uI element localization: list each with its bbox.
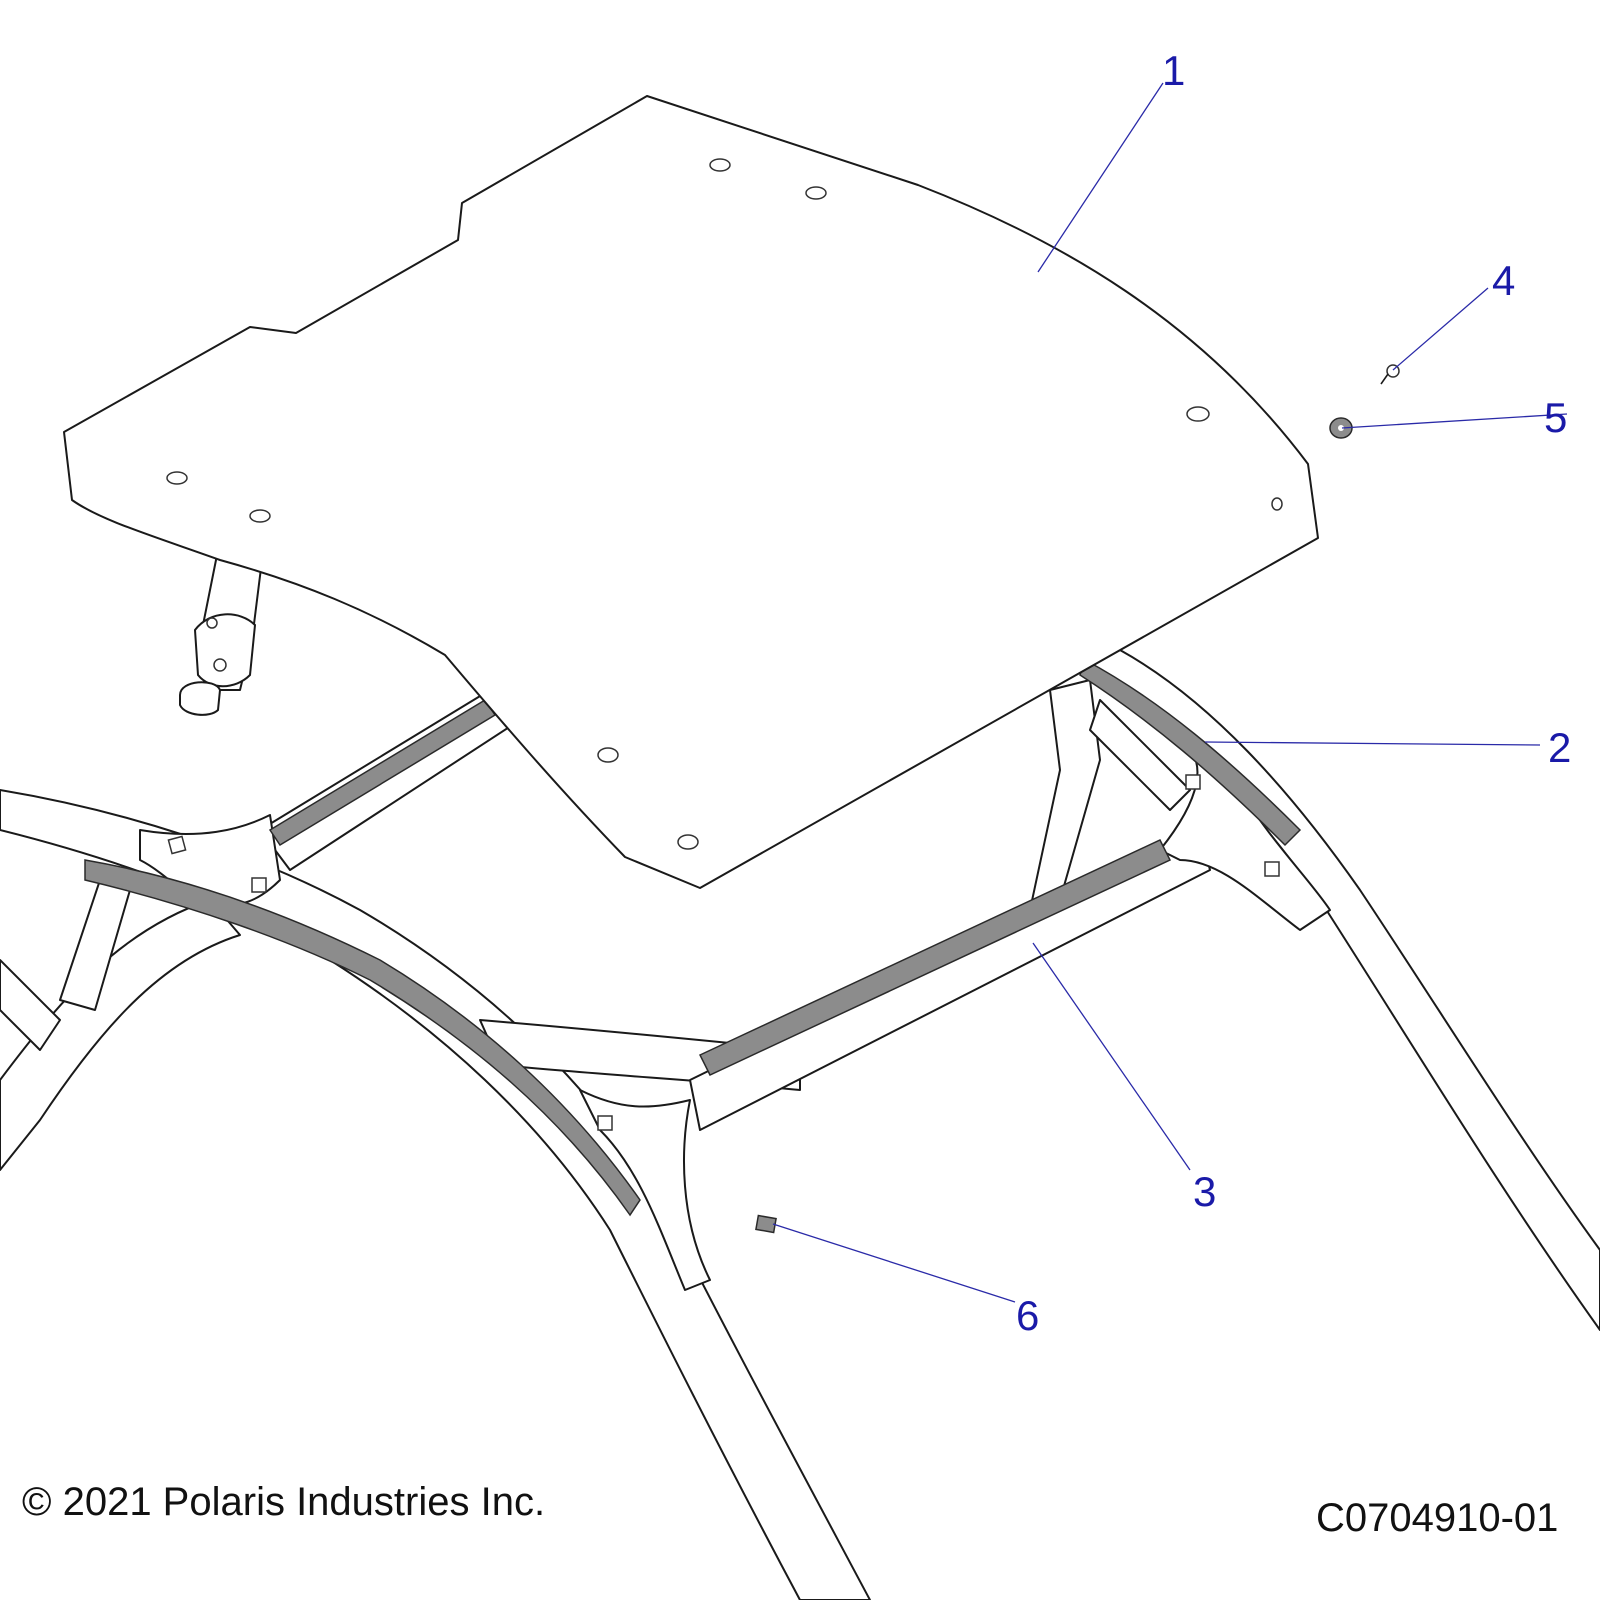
roof-grommet-icon (1271, 497, 1283, 511)
callout-3: 3 (1193, 1168, 1217, 1215)
right-upper-tube (1089, 699, 1191, 811)
leader-6 (772, 1223, 1016, 1303)
leader-3 (1032, 942, 1191, 1171)
roof-grommet-icon (597, 747, 619, 763)
callout-1: 1 (1162, 47, 1186, 94)
clip-icon (251, 877, 267, 893)
clip-icon (1264, 861, 1280, 877)
roof-grommet-icon (166, 471, 188, 485)
copyright-notice: © 2021 Polaris Industries Inc. (22, 1480, 546, 1524)
leader-2 (1204, 741, 1541, 746)
roof-grommet-icon (805, 186, 827, 200)
leader-4 (1392, 287, 1489, 371)
post-end (179, 681, 221, 716)
left-post (179, 549, 263, 716)
callout-6: 6 (1016, 1292, 1040, 1339)
drawing-number: C0704910-01 (1316, 1496, 1559, 1540)
seal-right-long (1079, 658, 1302, 847)
roof-grommet-icon (677, 834, 699, 850)
seal-front-cross (698, 839, 1172, 1076)
leader-5 (1341, 413, 1568, 429)
clip-nut-icon (755, 1214, 777, 1234)
seal-strips (84, 658, 1302, 1217)
right-long-tube (1089, 649, 1600, 1331)
left-stub-tube (0, 959, 61, 1051)
left-front-tube (0, 789, 871, 1600)
callout-5: 5 (1544, 394, 1568, 441)
seal-left-cross (268, 698, 497, 847)
clip-nut (755, 1214, 777, 1234)
clip-icon (597, 1115, 613, 1131)
callout-4: 4 (1492, 257, 1516, 304)
roof-grommet-icon (249, 509, 271, 523)
clip-icon (1185, 774, 1201, 790)
seal-left-long (84, 859, 641, 1217)
frame-clips (167, 774, 1280, 1131)
callout-2: 2 (1548, 724, 1572, 771)
roof-grommet-icon (709, 158, 731, 172)
post-bracket (194, 613, 256, 688)
clip-icon (167, 835, 187, 855)
leader-lines (772, 82, 1568, 1303)
roof-panel (63, 95, 1319, 889)
roof-outline (63, 95, 1319, 889)
roof-grommet-icon (1186, 406, 1210, 422)
bolt-icon (213, 658, 227, 672)
center-gusset (579, 1089, 711, 1291)
washer-hole (1338, 425, 1344, 431)
roll-cage-frame (0, 649, 1600, 1600)
screw-shank (1380, 373, 1389, 385)
leader-1 (1037, 82, 1164, 273)
bolt-icon (206, 617, 218, 629)
